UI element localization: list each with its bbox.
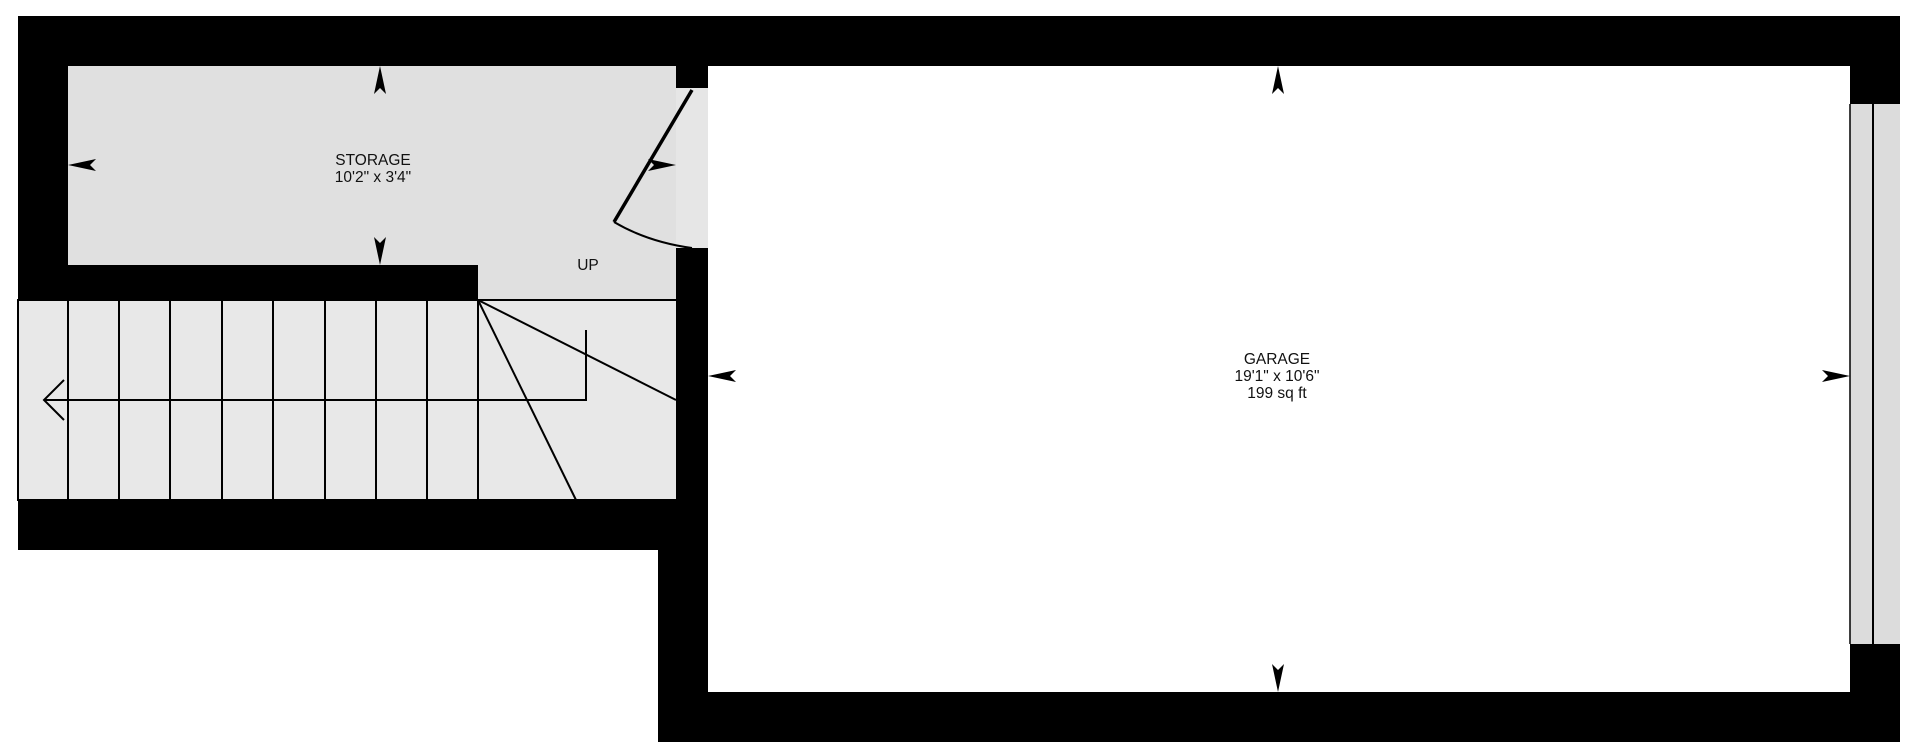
storage-floor: [68, 66, 676, 265]
lower-left-wall: [18, 500, 708, 550]
garage-floor: [708, 66, 1850, 692]
garage-arrow-up: [1272, 66, 1284, 94]
stairs-up-label: UP: [577, 257, 599, 274]
garage-bottom-wall: [658, 692, 1900, 742]
storage-arrow-left: [68, 159, 96, 171]
left-wall: [18, 16, 68, 300]
storage-arrow-up: [374, 66, 386, 94]
landing-floor: [478, 265, 676, 300]
storage-arrow-right: [648, 159, 676, 171]
partition-wall-top: [676, 66, 708, 88]
storage-bottom-wall: [18, 265, 478, 299]
garage-door: [1849, 104, 1900, 644]
storage-dimensions: 10'2" x 3'4": [335, 169, 411, 186]
swing-door: [612, 89, 694, 249]
doorway-opening: [676, 88, 708, 248]
right-wall-bottom: [1850, 644, 1900, 742]
garage-arrow-left: [708, 370, 736, 382]
storage-name: STORAGE: [335, 152, 411, 169]
walls: [18, 16, 1900, 742]
dimension-arrows: [68, 66, 1850, 692]
winder-line: [477, 299, 677, 401]
partition-wall-bottom: [676, 248, 708, 502]
garage-arrow-right: [1822, 370, 1850, 382]
garage-area: 199 sq ft: [1247, 385, 1307, 402]
top-wall: [18, 16, 1900, 66]
garage-dimensions: 19'1" x 10'6": [1234, 368, 1319, 385]
garage-name: GARAGE: [1244, 351, 1310, 368]
storage-arrow-down: [374, 237, 386, 265]
stair-direction-arrow: [42, 330, 587, 421]
garage-arrow-down: [1272, 664, 1284, 692]
right-wall-top: [1850, 16, 1900, 104]
